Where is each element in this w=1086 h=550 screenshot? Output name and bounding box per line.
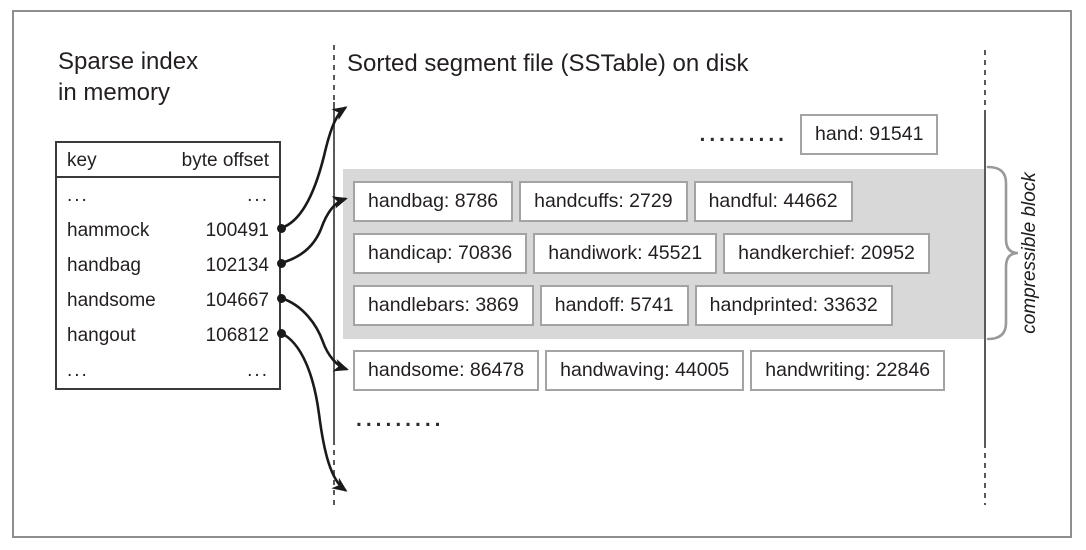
row-offset: 106812 bbox=[205, 325, 269, 346]
row-key: ... bbox=[67, 360, 89, 381]
row-offset: 102134 bbox=[205, 255, 269, 276]
row-offset: 104667 bbox=[205, 290, 269, 311]
row-offset: 100491 bbox=[205, 220, 269, 241]
entry-hand: hand: 91541 bbox=[800, 114, 939, 155]
segment-start-boundary-dashed-top bbox=[333, 45, 335, 102]
offset-dot-hammock bbox=[277, 224, 286, 233]
segment-start-boundary-dashed-bottom bbox=[333, 440, 335, 505]
entry-handicap: handicap: 70836 bbox=[353, 233, 528, 274]
block-row-2: handicap: 70836 handiwork: 45521 handker… bbox=[353, 233, 984, 274]
segment-end-boundary-dashed-bottom bbox=[984, 443, 986, 505]
table-row: ... ... bbox=[57, 353, 279, 388]
segment-row-handsome: handsome: 86478 handwaving: 44005 handwr… bbox=[353, 350, 946, 391]
sparse-index-title-line2: in memory bbox=[58, 79, 171, 106]
entry-handsome: handsome: 86478 bbox=[353, 350, 540, 391]
offset-dot-handbag bbox=[277, 259, 286, 268]
sparse-index-title: Sparse index in memory bbox=[58, 46, 198, 108]
entry-handlebars: handlebars: 3869 bbox=[353, 285, 534, 326]
row-key: ... bbox=[67, 185, 89, 206]
row-key: hangout bbox=[67, 325, 136, 346]
compressible-block: handbag: 8786 handcuffs: 2729 handful: 4… bbox=[343, 169, 984, 339]
column-header-key: key bbox=[67, 150, 97, 171]
block-row-3: handlebars: 3869 handoff: 5741 handprint… bbox=[353, 285, 984, 326]
sparse-index-title-line1: Sparse index bbox=[58, 48, 199, 75]
row-offset: ... bbox=[247, 360, 269, 381]
sstable-title: Sorted segment file (SSTable) on disk bbox=[347, 50, 749, 77]
row-key: hammock bbox=[67, 220, 150, 241]
sparse-index-table: key byte offset ... ... hammock 100491 h… bbox=[55, 141, 281, 390]
offset-dot-handsome bbox=[277, 294, 286, 303]
segment-end-boundary bbox=[984, 110, 986, 443]
entry-handwaving: handwaving: 44005 bbox=[545, 350, 745, 391]
entry-handbag: handbag: 8786 bbox=[353, 181, 514, 222]
table-row: ... ... bbox=[57, 178, 279, 213]
entry-handprinted: handprinted: 33632 bbox=[694, 285, 893, 326]
entry-handiwork: handiwork: 45521 bbox=[533, 233, 718, 274]
column-header-byte-offset: byte offset bbox=[181, 150, 269, 171]
offset-dot-hangout bbox=[277, 329, 286, 338]
table-row: handbag 102134 bbox=[57, 248, 279, 283]
table-row: handsome 104667 bbox=[57, 283, 279, 318]
ellipsis-before-hand-entry: ......... bbox=[699, 123, 788, 146]
table-row: hangout 106812 bbox=[57, 318, 279, 353]
row-key: handsome bbox=[67, 290, 156, 311]
ellipsis-more-entries: ......... bbox=[356, 408, 445, 431]
entry-handwriting: handwriting: 22846 bbox=[750, 350, 946, 391]
entry-handcuffs: handcuffs: 2729 bbox=[519, 181, 688, 222]
table-header-row: key byte offset bbox=[57, 143, 279, 178]
entry-handful: handful: 44662 bbox=[693, 181, 853, 222]
entry-handoff: handoff: 5741 bbox=[539, 285, 689, 326]
entry-handkerchief: handkerchief: 20952 bbox=[723, 233, 930, 274]
segment-start-boundary bbox=[333, 102, 335, 440]
table-row: hammock 100491 bbox=[57, 213, 279, 248]
row-key: handbag bbox=[67, 255, 141, 276]
compressible-block-label: compressible block bbox=[1019, 172, 1040, 334]
row-offset: ... bbox=[247, 185, 269, 206]
block-row-1: handbag: 8786 handcuffs: 2729 handful: 4… bbox=[353, 181, 984, 222]
segment-end-boundary-dashed-top bbox=[984, 50, 986, 110]
